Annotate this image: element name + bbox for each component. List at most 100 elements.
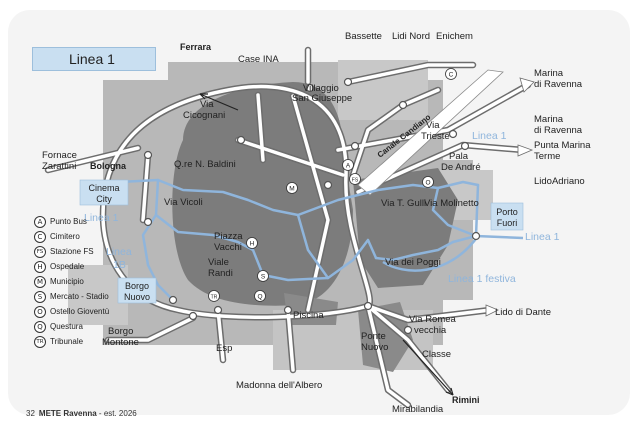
legend-item: TR Tribunale <box>34 335 109 348</box>
label-punta-a: Punta Marina <box>534 140 591 151</box>
label-linea-1-right: Linea 1 <box>525 231 560 243</box>
roads <box>46 48 530 407</box>
label-linea-1-festiva: Linea 1 festiva <box>448 273 516 285</box>
legend-label: Ospedale <box>50 262 85 271</box>
edition: - est. 2026 <box>96 409 137 418</box>
legend-item: M Municipio <box>34 275 109 288</box>
label-rimini: Rimini <box>452 395 480 405</box>
label-cinema-1: Cinema <box>88 183 119 193</box>
legend-symbol: M <box>34 275 46 288</box>
legend-symbol: O <box>34 305 46 318</box>
label-classe: Classe <box>422 349 451 360</box>
label-via-molinetto: Via Molinetto <box>424 198 479 209</box>
symbol-tr: TR <box>211 295 218 301</box>
label-case-ina: Case INA <box>238 54 279 65</box>
label-villaggio-1: Villaggio <box>303 83 339 94</box>
label-villaggio-2: San Giuseppe <box>292 93 352 104</box>
label-porto-1: Porto <box>496 207 518 217</box>
label-lido-dante: Lido di Dante <box>495 307 551 318</box>
legend-label: Mercato - Stadio <box>50 292 109 301</box>
label-ponte-1: Ponte <box>361 331 386 342</box>
label-borgo-montone-2: Montone <box>102 337 139 348</box>
label-lidi-nord: Lidi Nord <box>392 31 430 42</box>
label-via-gulli: Via T. Gulli <box>381 198 426 209</box>
linea-1-festiva <box>382 235 480 272</box>
map-symbols: C A FS M O H S Q TR <box>208 68 457 302</box>
label-via-cicognani-2: Cicognani <box>183 110 225 121</box>
label-marina-1a: Marina <box>534 68 564 79</box>
legend-label: Ostello Gioventù <box>50 307 110 316</box>
label-via-poggi: Via dei Poggi <box>385 257 441 268</box>
line-labels: Linea 1 Linea 1 Linea 1B Linea 1 Linea 1… <box>84 130 560 285</box>
label-enichem: Enichem <box>436 31 473 42</box>
label-marina-2b: di Ravenna <box>534 125 583 136</box>
label-linea-1-top: Linea 1 <box>472 130 507 142</box>
legend-item: FS Stazione FS <box>34 245 109 258</box>
label-viale-2: Randi <box>208 268 233 279</box>
label-via-cicognani-1: Via <box>200 99 214 110</box>
white-arrows <box>485 77 535 317</box>
legend-label: Stazione FS <box>50 247 94 256</box>
label-via-romea-2: vecchia <box>414 325 447 336</box>
label-pala-1: Pala <box>449 151 469 162</box>
canale-candiano <box>357 69 504 196</box>
label-marina-2a: Marina <box>534 114 564 125</box>
legend-symbol: A <box>34 215 46 228</box>
brand-name: METE Ravenna <box>38 409 97 418</box>
legend-symbol: H <box>34 260 46 273</box>
label-porto-2: Fuori <box>497 218 518 228</box>
legend-label: Municipio <box>50 277 84 286</box>
label-linea-1b-1: Linea <box>106 246 132 258</box>
legend-item: C Cimitero <box>34 230 109 243</box>
line-title-box: Linea 1 <box>32 47 156 71</box>
page-number: 32 <box>26 409 35 418</box>
symbol-q: Q <box>257 294 262 301</box>
linea-1-east <box>475 234 524 240</box>
label-pala-2: De André <box>441 162 481 173</box>
symbol-o: O <box>425 180 430 187</box>
legend-label: Tribunale <box>50 337 84 346</box>
label-ferrara: Ferrara <box>180 42 212 52</box>
map-card: C A FS M O H S Q TR Cinema City Borgo Nu… <box>8 10 630 415</box>
city-map[interactable]: C A FS M O H S Q TR Cinema City Borgo Nu… <box>8 10 630 415</box>
legend-label: Cimitero <box>50 232 80 241</box>
symbol-fs: FS <box>352 178 359 184</box>
legend-item: H Ospedale <box>34 260 109 273</box>
place-labels: Ferrara Case INA Bassette Lidi Nord Enic… <box>42 31 591 415</box>
label-linea-1b-2: 1B <box>113 259 126 271</box>
label-via-vicoli: Via Vicoli <box>164 197 203 208</box>
legend-symbol: Q <box>34 320 46 333</box>
legend-symbol: C <box>34 230 46 243</box>
symbol-m: M <box>289 186 294 193</box>
label-ponte-2: Nuovo <box>361 342 388 353</box>
label-via-romea-1: Via Romea <box>409 314 457 325</box>
label-bologna: Bologna <box>90 161 127 171</box>
legend-symbol: FS <box>34 245 46 258</box>
boxed-labels: Cinema City Borgo Nuovo Porto Fuori <box>79 179 524 304</box>
label-borgo-nuovo-2: Nuovo <box>124 292 150 302</box>
stop-nodes <box>143 77 481 335</box>
label-marina-1b: di Ravenna <box>534 79 583 90</box>
label-piscina: Piscina <box>293 310 324 321</box>
label-via-trieste-2: Trieste <box>421 131 450 142</box>
legend-item: O Ostello Gioventù <box>34 305 109 318</box>
symbol-h: H <box>250 241 255 248</box>
label-baldini: Q.re N. Baldini <box>174 159 236 170</box>
label-borgo-nuovo-1: Borgo <box>125 281 149 291</box>
symbol-s: S <box>261 274 266 281</box>
label-borgo-montone-1: Borgo <box>108 326 133 337</box>
label-fornace-1: Fornace <box>42 150 77 161</box>
label-piazza-2: Vacchi <box>214 242 242 253</box>
symbol-c: C <box>449 72 454 79</box>
label-mirabilandia: Mirabilandia <box>392 404 444 415</box>
label-punta-b: Terme <box>534 151 560 162</box>
label-esp: Esp <box>216 343 232 354</box>
direction-arrows <box>199 93 454 396</box>
legend-symbol: TR <box>34 335 46 348</box>
